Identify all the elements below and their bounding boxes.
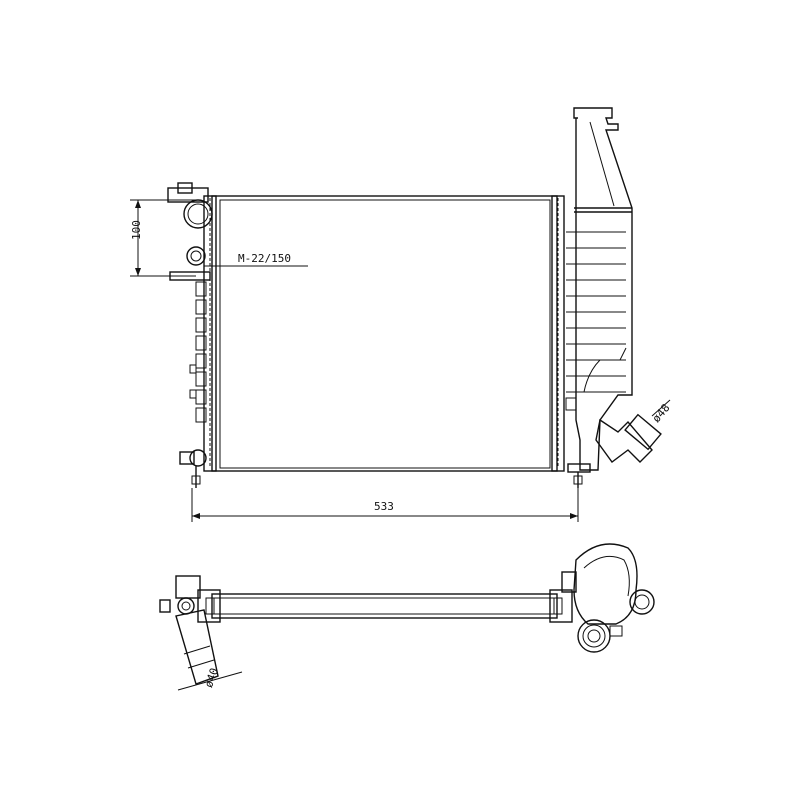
inlet-diameter-label: ø40 xyxy=(202,666,221,689)
right-end-tank xyxy=(551,195,565,472)
width-dimension: 533 xyxy=(191,488,579,522)
radiator-core xyxy=(211,195,558,472)
thread-label: M-22/150 xyxy=(238,252,291,265)
radiator-core-inner xyxy=(219,199,551,469)
expansion-tank xyxy=(565,107,633,471)
drain-plug-right xyxy=(567,463,591,488)
left-end-tank xyxy=(189,195,217,472)
radiator-top-view: ø40 xyxy=(159,543,655,691)
tank-top-view xyxy=(573,543,638,625)
inlet-pipe xyxy=(175,609,219,685)
height-dimension-label: 100 xyxy=(130,220,143,240)
drain-plug-left xyxy=(179,449,207,488)
width-dimension-label: 533 xyxy=(374,500,394,513)
inlet-neck xyxy=(167,182,213,266)
outlet-diameter-label: ø48 xyxy=(650,401,673,425)
height-dimension: 100 xyxy=(130,199,196,277)
top-view-core xyxy=(211,593,558,619)
radiator-front-view: M-22/150 xyxy=(167,107,673,488)
